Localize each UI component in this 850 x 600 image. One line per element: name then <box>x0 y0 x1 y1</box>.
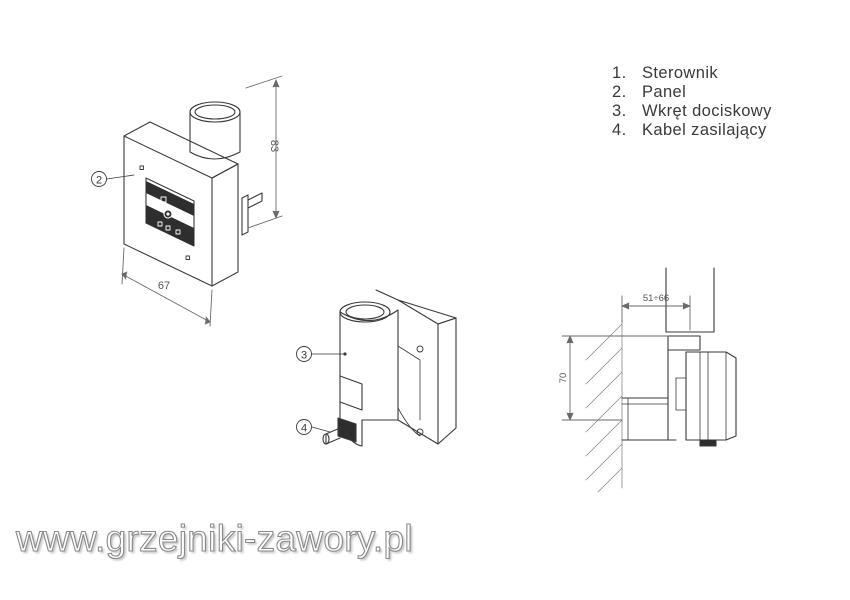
panel-key-small <box>175 229 181 235</box>
cable-stub <box>247 192 263 209</box>
pipe-body <box>189 111 241 160</box>
side-installation-view <box>585 267 737 493</box>
pipe-bore <box>194 104 236 120</box>
panel-knob-center <box>166 212 170 216</box>
callout-panel-label: 2 <box>96 175 102 187</box>
radiator-pipe <box>665 267 715 333</box>
controller-rear-view <box>322 289 457 447</box>
callout-screw <box>296 346 345 362</box>
panel-key-right <box>165 225 171 231</box>
cable-plug <box>337 417 357 443</box>
cable-lead <box>325 427 341 445</box>
panel-led <box>160 196 167 203</box>
rear-housing-back <box>397 299 457 445</box>
panel-keys <box>146 205 194 246</box>
dim-width-label: 67 <box>158 280 170 292</box>
controller-side <box>685 351 737 441</box>
wall-fitting <box>621 397 669 441</box>
controller-front-view <box>123 101 263 287</box>
dim-offset-label: 51÷66 <box>643 293 669 304</box>
callout-cable <box>296 419 331 435</box>
rear-pipe-bore <box>345 304 385 320</box>
wall-hatching <box>585 319 623 493</box>
legend-item-screw: 3.Wkręt dociskowy <box>612 102 772 120</box>
cable-housing <box>241 194 249 236</box>
legend-item-cable: 4.Kabel zasilający <box>612 121 767 139</box>
dim-offset <box>621 295 691 331</box>
indicator-top <box>139 165 144 170</box>
rear-dot <box>343 352 347 356</box>
side-cable <box>699 439 717 447</box>
dim-width <box>121 247 213 327</box>
indicator-bottom <box>185 255 190 260</box>
legend-item-panel: 2.Panel <box>612 83 687 101</box>
rear-screw-bottom-icon <box>416 428 424 436</box>
rear-pipe-rim <box>339 301 391 323</box>
callout-cable-label: 4 <box>301 423 307 435</box>
housing-side <box>211 163 239 287</box>
panel-key-left <box>157 221 163 227</box>
rear-pipe-clip <box>339 375 363 411</box>
dim-height-label: 83 <box>268 140 280 152</box>
pipe-rim <box>189 101 241 123</box>
watermark-text: www.grzejniki-zawory.pl <box>15 517 413 559</box>
dim-height <box>245 75 283 229</box>
callout-panel <box>91 171 135 187</box>
callout-screw-label: 3 <box>301 350 307 362</box>
heater-body <box>667 335 701 351</box>
dim-width-line <box>121 273 211 323</box>
legend-item-controller: 1.Sterownik <box>612 64 719 82</box>
rear-housing-top <box>375 289 457 325</box>
panel-display <box>146 181 194 216</box>
parts-legend: 1.Sterownik 2.Panel 3.Wkręt dociskowy 4.… <box>612 64 772 140</box>
rear-screw-top-icon <box>416 345 424 353</box>
dim-depth-label: 70 <box>558 373 569 384</box>
dim-depth <box>561 335 669 421</box>
